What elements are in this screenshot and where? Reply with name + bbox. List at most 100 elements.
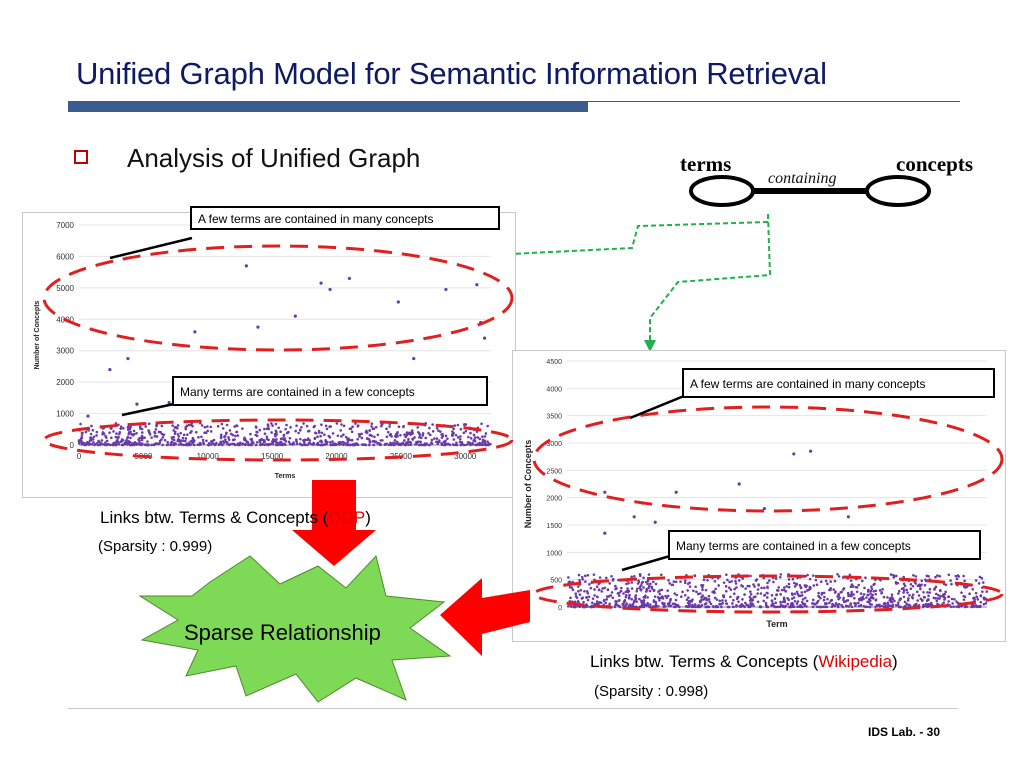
data-point (670, 583, 674, 587)
data-point (229, 432, 233, 436)
data-point (720, 605, 723, 609)
data-point (80, 434, 84, 437)
data-point (674, 490, 678, 494)
data-point (888, 599, 892, 602)
data-point (476, 436, 480, 439)
data-point (732, 598, 735, 602)
data-point (617, 599, 621, 602)
data-point (154, 435, 158, 438)
data-point (583, 574, 587, 578)
data-point (737, 579, 741, 582)
data-point (822, 591, 826, 595)
data-point (672, 605, 676, 609)
down-red-arrow (292, 480, 376, 566)
data-point (388, 425, 391, 428)
data-point (92, 435, 96, 439)
data-point (775, 593, 779, 596)
data-point (824, 602, 827, 606)
data-point (465, 443, 469, 446)
data-point (295, 438, 298, 442)
data-point (135, 431, 138, 435)
data-point (804, 585, 808, 589)
data-point (133, 441, 137, 444)
data-point (129, 425, 132, 429)
data-point (372, 443, 376, 447)
data-point (663, 602, 666, 605)
data-point (146, 440, 149, 443)
data-point (692, 589, 695, 593)
data-point (376, 433, 380, 437)
data-point (770, 599, 774, 602)
data-point (796, 592, 800, 596)
callout-leader-odp-top (109, 236, 193, 260)
data-point (614, 602, 618, 606)
data-point (322, 443, 325, 447)
data-point (653, 520, 657, 524)
data-point (800, 594, 804, 597)
data-point (614, 584, 617, 588)
data-point (790, 592, 794, 595)
data-point (962, 574, 965, 578)
callout-leader-wiki-top (629, 394, 685, 420)
data-point (201, 438, 205, 442)
data-point (128, 427, 132, 431)
data-point (812, 584, 816, 587)
data-point (267, 438, 270, 442)
data-point (324, 424, 328, 428)
data-point (469, 431, 472, 435)
data-point (787, 598, 791, 602)
data-point (686, 605, 689, 609)
data-point (335, 422, 339, 425)
data-point (894, 574, 898, 578)
data-point (354, 422, 357, 425)
data-point (604, 576, 608, 580)
data-point (644, 580, 648, 584)
data-point (356, 443, 360, 447)
data-point (683, 581, 687, 585)
data-point (669, 598, 672, 602)
data-point (777, 586, 780, 589)
data-point (894, 603, 898, 607)
data-point (328, 425, 331, 428)
data-point (919, 587, 922, 591)
odp-sparsity: (Sparsity : 0.999) (98, 538, 213, 555)
data-point (874, 592, 878, 596)
data-point (842, 587, 846, 590)
data-point (458, 437, 462, 441)
data-point (900, 587, 904, 591)
data-point (475, 283, 479, 287)
data-point (808, 577, 812, 581)
data-point (640, 581, 644, 585)
data-point (425, 442, 429, 445)
data-point (303, 443, 307, 447)
data-point (338, 442, 341, 446)
data-point (163, 438, 167, 442)
data-point (764, 601, 768, 605)
data-point (853, 601, 856, 605)
data-point (404, 435, 407, 439)
data-point (412, 356, 416, 361)
data-point (924, 578, 927, 581)
data-point (464, 429, 468, 433)
data-point (642, 605, 646, 609)
data-point (690, 605, 694, 609)
data-point (627, 595, 631, 599)
data-point (654, 582, 658, 586)
data-point (577, 601, 580, 604)
data-point (617, 604, 621, 608)
data-point (568, 585, 572, 589)
data-point (826, 597, 829, 601)
data-point (657, 605, 660, 608)
wikipedia-scatter-chart: 050010001500200025003000350040004500Term… (512, 350, 1006, 642)
callout-wiki-few-concepts: Many terms are contained in a few concep… (668, 530, 981, 560)
data-point (436, 441, 439, 444)
data-point (585, 603, 589, 607)
data-point (173, 426, 177, 429)
wiki-caption: Links btw. Terms & Concepts (Wikipedia) (590, 652, 898, 672)
data-point (483, 435, 487, 438)
data-point (882, 595, 886, 599)
data-point (469, 437, 473, 440)
data-point (795, 590, 799, 594)
data-point (890, 593, 894, 596)
data-point (431, 429, 435, 433)
